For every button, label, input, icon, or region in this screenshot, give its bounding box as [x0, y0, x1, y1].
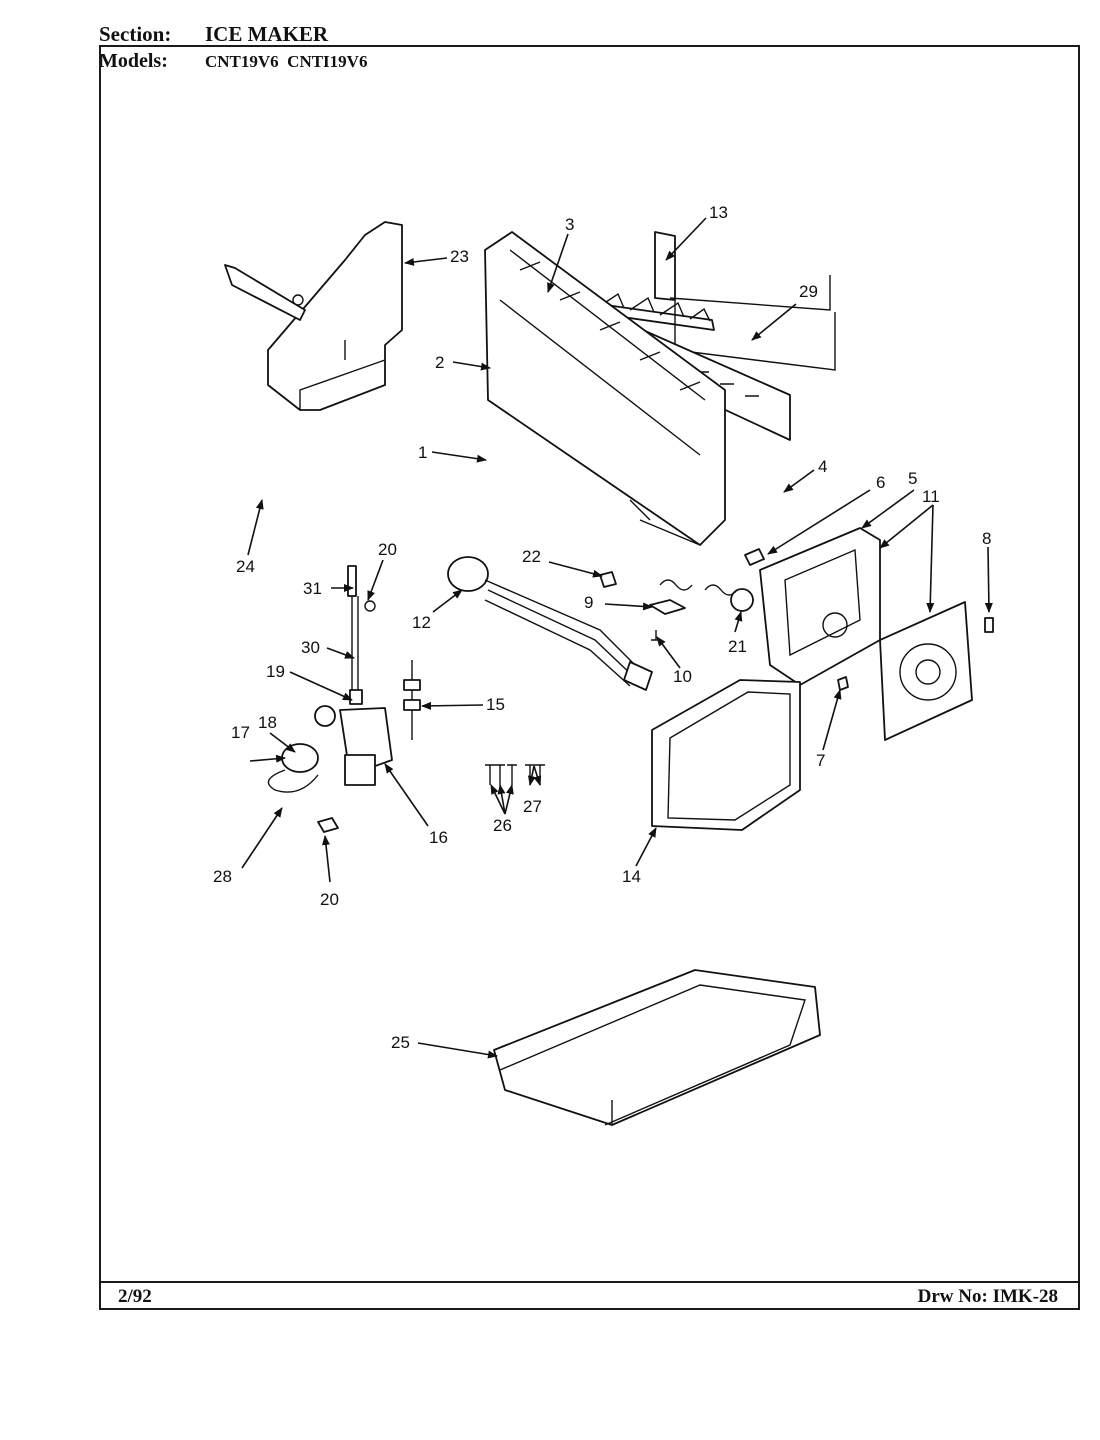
callout-3: 3 — [565, 215, 574, 234]
part-front-cover — [651, 679, 801, 831]
callout-16: 16 — [429, 828, 448, 847]
part-inlet-tube — [347, 565, 376, 705]
part-water-valve — [267, 705, 393, 833]
callout-17: 17 — [231, 723, 250, 742]
footer-divider — [99, 1281, 1080, 1283]
callout-21: 21 — [728, 637, 747, 656]
callout-2: 2 — [435, 353, 444, 372]
drawing-number: Drw No: IMK-28 — [917, 1286, 1058, 1307]
drawing-frame — [99, 45, 1080, 1310]
callout-26: 26 — [493, 816, 512, 835]
part-screws — [837, 617, 994, 691]
callout-28: 28 — [213, 867, 232, 886]
part-wire-harness — [447, 556, 653, 691]
callout-18: 18 — [258, 713, 277, 732]
part-small-hardware — [599, 548, 765, 641]
part-control-module — [879, 601, 973, 741]
callout-14: 14 — [622, 867, 641, 886]
callout-25: 25 — [391, 1033, 410, 1052]
callout-4: 4 — [818, 457, 827, 476]
callout-6: 6 — [876, 473, 885, 492]
callout-22: 22 — [522, 547, 541, 566]
callout-29: 29 — [799, 282, 818, 301]
callout-5: 5 — [908, 469, 917, 488]
part-fill-tube — [224, 264, 306, 321]
callout-7: 7 — [816, 751, 825, 770]
part-chute-cover — [267, 221, 403, 411]
models-label: Models: — [99, 50, 168, 72]
revision-date: 2/92 — [118, 1286, 152, 1307]
callout-20-top: 20 — [378, 540, 397, 559]
callout-9: 9 — [584, 593, 593, 612]
part-mold-heater — [484, 231, 726, 546]
callout-15: 15 — [486, 695, 505, 714]
callout-13: 13 — [709, 203, 728, 222]
callout-27: 27 — [523, 797, 542, 816]
callout-30: 30 — [301, 638, 320, 657]
leader-lines — [241, 217, 993, 1059]
section-label: Section: — [99, 22, 172, 46]
part-ice-bucket — [493, 969, 821, 1126]
callout-12: 12 — [412, 613, 431, 632]
callout-8: 8 — [982, 529, 991, 548]
callout-24: 24 — [236, 557, 255, 576]
callout-19: 19 — [266, 662, 285, 681]
callout-10: 10 — [673, 667, 692, 686]
part-housing — [759, 527, 881, 686]
callout-11: 11 — [922, 487, 940, 506]
callout-labels: 23 3 13 29 2 1 4 6 5 11 8 24 20 31 30 22… — [213, 203, 991, 1052]
section-value: ICE MAKER — [205, 22, 329, 46]
part-splice — [403, 660, 421, 740]
part-screw-set — [485, 764, 545, 785]
callout-23: 23 — [450, 247, 469, 266]
callout-20-bottom: 20 — [320, 890, 339, 909]
part-shutoff-arm — [654, 231, 836, 371]
callout-31: 31 — [303, 579, 322, 598]
models-value: CNT19V6 CNTI19V6 — [205, 52, 368, 71]
callout-1: 1 — [418, 443, 427, 462]
